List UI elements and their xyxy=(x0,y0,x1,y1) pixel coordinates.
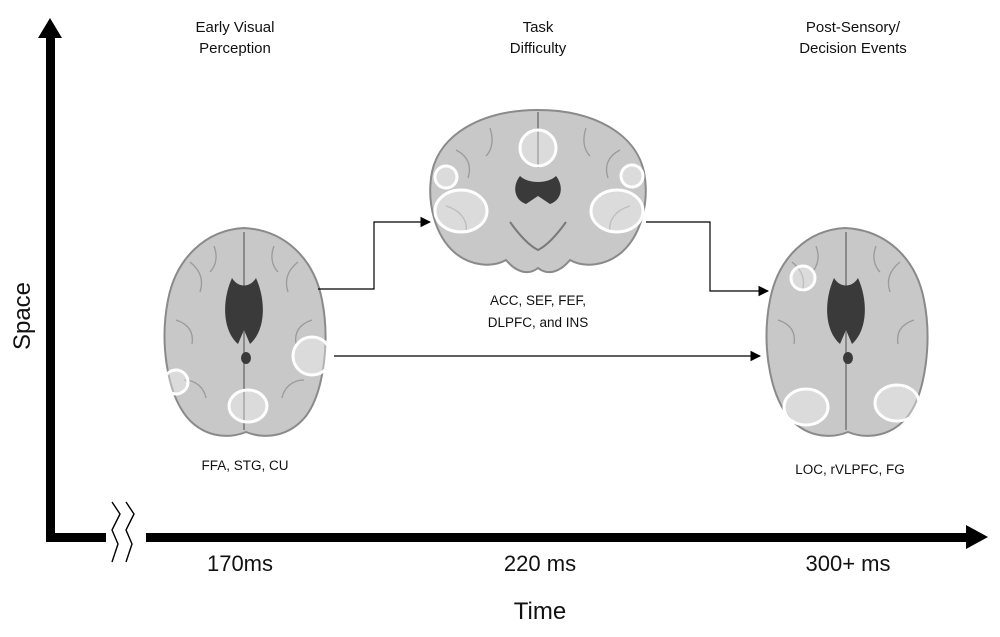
y-axis xyxy=(38,18,106,542)
stage-title-task: Task Difficulty xyxy=(509,19,567,57)
x-axis xyxy=(146,525,988,549)
activation-highlights xyxy=(162,335,333,424)
region-label-task: ACC, SEF, FEF, DLPFC, and INS xyxy=(487,293,589,330)
x-axis-title: Time xyxy=(513,598,567,625)
stage-title-decision: Post-Sensory/ Decision Events xyxy=(799,19,907,57)
region-label-early: FFA, STG, CU xyxy=(201,458,289,473)
time-label-220: 220 ms xyxy=(503,551,577,576)
x-axis-arrowhead xyxy=(966,525,988,549)
activation-highlights xyxy=(782,264,921,427)
loc-highlight-icon xyxy=(782,387,830,427)
y-axis-arrowhead xyxy=(38,18,62,38)
ffa-highlight-icon xyxy=(162,368,190,396)
y-axis-title: Space xyxy=(9,281,36,351)
brain-axial-early xyxy=(162,226,333,437)
arrow-early-to-task xyxy=(318,216,432,290)
ins-left-highlight-icon xyxy=(433,188,489,234)
time-label-170: 170ms xyxy=(206,551,274,576)
fg-highlight-icon xyxy=(873,383,921,423)
brain-coronal-task xyxy=(429,108,647,274)
activation-highlights xyxy=(433,128,645,234)
cu-highlight-icon xyxy=(227,388,269,424)
fef-left-highlight-icon xyxy=(433,164,459,190)
rvlpfc-highlight-icon xyxy=(789,264,817,292)
flow-arrows xyxy=(318,216,770,362)
fef-right-highlight-icon xyxy=(619,163,645,189)
axis-break-icon xyxy=(111,501,135,563)
acc-sef-highlight-icon xyxy=(518,128,558,168)
region-label-decision: LOC, rVLPFC, FG xyxy=(795,462,905,477)
stage-title-early: Early Visual Perception xyxy=(195,19,275,57)
brain-axial-decision xyxy=(765,226,929,437)
dlpfc-right-highlight-icon xyxy=(589,188,645,234)
arrow-task-to-decision xyxy=(646,221,770,297)
stg-highlight-icon xyxy=(291,335,333,377)
time-label-300: 300+ ms xyxy=(805,551,891,576)
